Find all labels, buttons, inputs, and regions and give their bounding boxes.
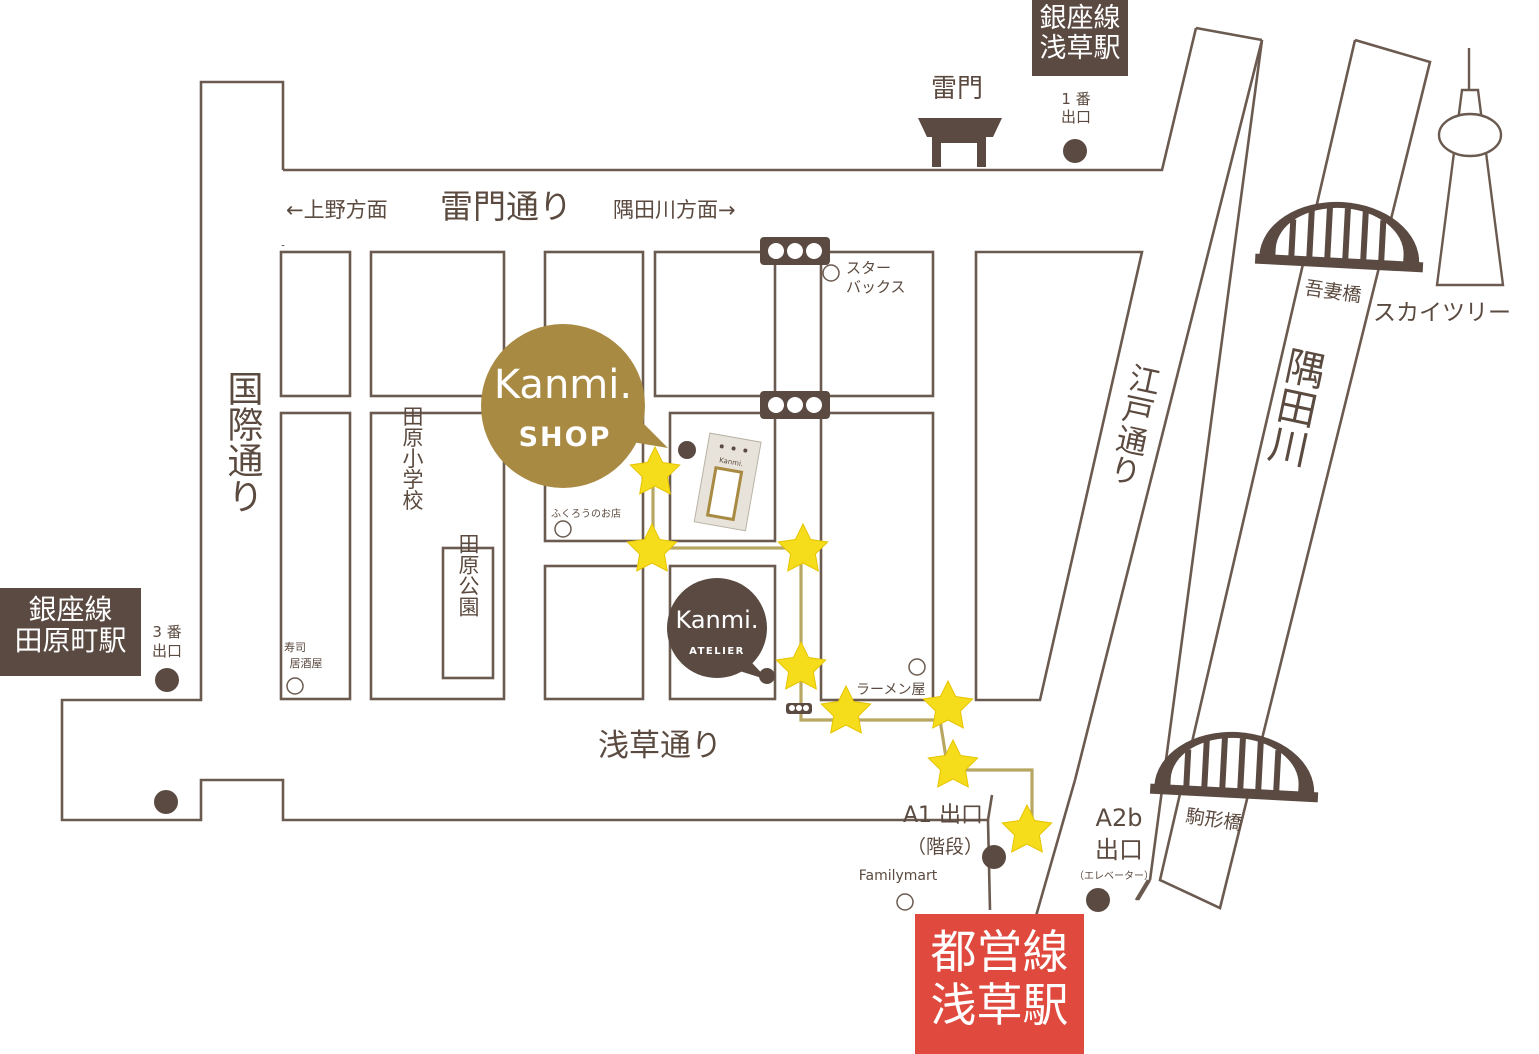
a2b-exit-note: （エレベーター） (1074, 870, 1154, 882)
tawara-school-label: 田原小学校 (400, 406, 424, 511)
atelier-brand-text: Kanmi. (676, 606, 759, 634)
route-star (626, 522, 678, 572)
kaminarimon-dori-label: 雷門通り (440, 187, 572, 226)
to-ueno-label: ←上野方面 (286, 198, 388, 222)
ginza-tawaramachi-station-box: 銀座線 田原町駅 (0, 588, 141, 676)
route-star (777, 522, 829, 572)
kokusai-dori-label: 国際通り (222, 370, 263, 514)
exit-marker-a1 (982, 845, 1006, 869)
azumabashi-label: 吾妻橋 (1303, 277, 1363, 307)
kaminarimon-label: 雷門 (931, 74, 983, 104)
kanmi-building-icon: Kanmi. (693, 432, 762, 532)
skytree-icon (1435, 48, 1505, 287)
tawaramachi-station: 田原町駅 (14, 624, 127, 658)
familymart-label: Familymart (859, 868, 938, 884)
a2b-exit-label: A2b (1096, 804, 1143, 832)
a1-exit-note: （階段） (907, 836, 983, 858)
tawaramachi-exit-label: 出口 (152, 642, 182, 660)
skytree-label: スカイツリー (1373, 300, 1511, 326)
sushi-label-1: 寿司 (284, 640, 306, 654)
komagatabashi-bridge-icon (1149, 731, 1319, 803)
ginza-asakusa-station: 浅草駅 (1039, 33, 1121, 65)
ramen-label: ラーメン屋 (856, 682, 925, 698)
tawaramachi-exit-number: 3 番 (152, 623, 181, 641)
sumidagawa-label: 隅田川 (1258, 343, 1328, 470)
azumabashi-bridge-icon (1254, 201, 1424, 273)
sushi-label-2: 居酒屋 (290, 657, 323, 670)
toei-station: 浅草駅 (930, 977, 1069, 1032)
shop-location-marker (678, 441, 696, 459)
kaminarimon-gate-icon (918, 118, 1002, 167)
ginza-asakusa-line: 銀座線 (1039, 3, 1121, 34)
atelier-sub-text: ATELIER (689, 646, 745, 657)
a1-exit-label: A1 出口 (903, 803, 983, 828)
poi-markers (286, 264, 926, 911)
route-star (629, 445, 681, 495)
shop-brand-text: Kanmi. (494, 362, 632, 408)
route-star (775, 640, 827, 690)
atelier-location-marker (759, 668, 775, 684)
exit-marker-ginza-asakusa-1 (1063, 139, 1087, 163)
kanmi-shop-badge: Kanmi. SHOP (481, 324, 668, 488)
toei-line: 都営線 (930, 925, 1069, 979)
traffic-light-small (786, 703, 812, 714)
a2b-exit-label-2: 出口 (1095, 836, 1143, 864)
tawara-park-label: 田原公園 (456, 533, 480, 617)
asakusa-dori-label: 浅草通り (598, 728, 722, 764)
komagatabashi-label: 駒形橋 (1184, 805, 1244, 835)
route-star (927, 738, 979, 788)
ginza-asakusa-station-box: 銀座線 浅草駅 (1032, 0, 1128, 76)
ginza-asakusa-exit-number: 1 番 (1061, 90, 1090, 108)
fukurou-shop-label: ふくろうのお店 (551, 507, 621, 520)
to-sumida-label: 隅田川方面→ (613, 198, 736, 222)
route-star (922, 679, 974, 729)
route-star (820, 684, 872, 734)
route-stars (626, 445, 1053, 853)
exit-marker-tawaramachi-3 (155, 668, 179, 692)
exit-marker-tawaramachi-other (154, 790, 178, 814)
starbucks-label-1: スター (846, 259, 891, 277)
route-star (1001, 803, 1053, 853)
ginza-asakusa-exit-label: 出口 (1061, 108, 1091, 126)
exit-marker-a2b (1086, 888, 1110, 912)
toei-asakusa-station-box: 都営線 浅草駅 (915, 914, 1084, 1054)
road-network (60, 26, 1432, 931)
walking-route (651, 470, 1034, 828)
traffic-light (760, 237, 830, 265)
traffic-light (760, 391, 830, 419)
shop-sub-text: SHOP (519, 422, 612, 453)
tawaramachi-line: 銀座線 (28, 593, 113, 626)
starbucks-label-2: バックス (846, 278, 906, 296)
kanmi-atelier-badge: Kanmi. ATELIER (667, 578, 768, 680)
